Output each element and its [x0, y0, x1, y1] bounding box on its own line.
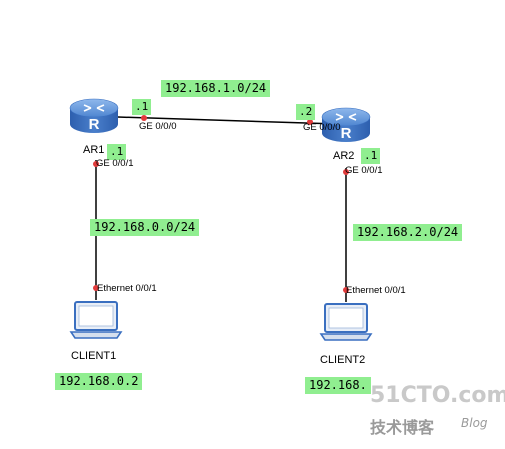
- subnet-label-ar1-client1: 192.168.0.0/24: [90, 219, 200, 236]
- device-label-ar1: AR1: [83, 144, 105, 156]
- client2-laptop-icon[interactable]: [319, 303, 373, 341]
- router-ar1-icon[interactable]: R: [69, 98, 119, 133]
- link-ar1-ar2: [117, 116, 339, 125]
- host-id-ar2-ge000: .2: [296, 104, 316, 120]
- port-dot-client1-eth: [93, 285, 99, 291]
- client1-laptop-icon[interactable]: [69, 301, 123, 339]
- port-dot-ar2-ge001: [343, 169, 349, 175]
- port-label-ar1-ge000: GE 0/0/0: [139, 121, 177, 132]
- host-id-ar1-ge000: .1: [132, 99, 152, 115]
- svg-text:R: R: [341, 125, 352, 142]
- port-label-ar1-ge001: GE 0/0/1: [96, 158, 134, 169]
- device-label-client2: CLIENT2: [320, 354, 366, 366]
- port-dot-client2-eth: [343, 287, 349, 293]
- port-dot-ar2-ge000: [307, 119, 313, 125]
- port-label-client1-eth: Ethernet 0/0/1: [97, 283, 157, 294]
- host-id-ar1-ge001: .1: [107, 144, 127, 160]
- router-ar2-icon[interactable]: R: [321, 107, 371, 142]
- device-label-ar2: AR2: [333, 150, 355, 162]
- watermark-cn: 技术博客: [370, 418, 435, 437]
- host-id-ar2-ge001: .1: [361, 148, 381, 164]
- subnet-label-ar2-client2: 192.168.2.0/24: [353, 224, 463, 241]
- port-dot-ar1-ge001: [93, 161, 99, 167]
- device-label-client1: CLIENT1: [71, 350, 117, 362]
- svg-text:R: R: [89, 116, 100, 133]
- client1-ip-label: 192.168.0.2: [55, 373, 143, 390]
- port-dot-ar1-ge000: [141, 115, 147, 121]
- subnet-label-ar1-ar2: 192.168.1.0/24: [161, 80, 271, 97]
- watermark-blog: Blog: [461, 416, 488, 430]
- client2-ip-label: 192.168.: [305, 377, 371, 394]
- watermark-site: 51CTO.com: [370, 383, 505, 408]
- port-label-ar2-ge001: GE 0/0/1: [345, 165, 383, 176]
- port-label-client2-eth: Ethernet 0/0/1: [346, 285, 406, 296]
- port-label-ar2-ge000: GE 0/0/0: [303, 122, 341, 133]
